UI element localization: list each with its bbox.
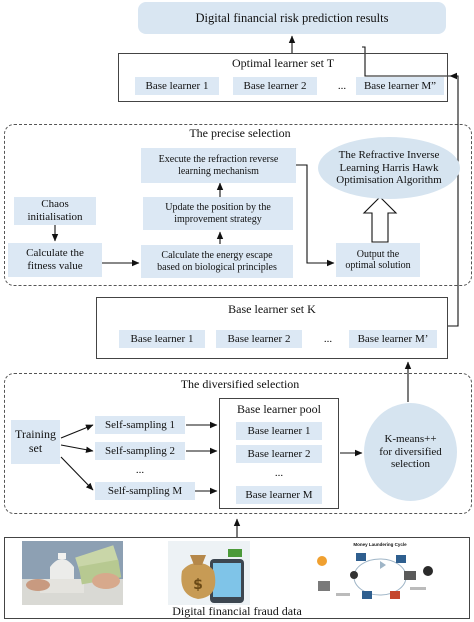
fraud-data-frame — [4, 537, 470, 619]
learner-set-k-frame — [96, 297, 448, 359]
arrow-training-to-sampling-m — [60, 456, 94, 491]
optimal-learner-set-frame — [118, 53, 448, 102]
chaos-initialisation-box: Chaos initialisation — [14, 197, 96, 225]
set-k-learner-1: Base learner 1 — [119, 330, 205, 348]
self-sampling-1-box: Self-sampling 1 — [95, 416, 185, 434]
fitness-value-box: Calculate the fitness value — [8, 243, 102, 277]
training-set-box: Training set — [11, 420, 60, 464]
money-laundering-cycle-chart: Money Laundering Cycle — [310, 541, 462, 609]
optimal-solution-box: Output the optimal solution — [336, 243, 420, 277]
pool-learner-m: Base learner M — [236, 486, 322, 504]
hollow-arrow-output-to-algorithm — [362, 196, 398, 243]
learner-pool-frame — [219, 398, 339, 509]
capitol-money-photo — [22, 541, 123, 605]
diversified-selection-title: The diversified selection — [180, 377, 300, 391]
prediction-results-box: Digital financial risk prediction result… — [138, 2, 446, 34]
optimal-learner-m: Base learner M” — [356, 77, 444, 95]
kmeans-ellipse: K-means++ for diversified selection — [364, 403, 457, 501]
arrow-refraction-to-output — [296, 164, 335, 267]
refraction-mechanism-box: Execute the refraction reverse learning … — [141, 148, 296, 183]
optimal-learner-set-title: Optimal learner set T — [231, 56, 335, 70]
arrow-training-to-sampling-1 — [60, 424, 94, 439]
pool-learner-2: Base learner 2 — [236, 445, 322, 463]
arrow-setk-to-optimal — [362, 46, 459, 327]
set-k-learner-m: Base learner M’ — [349, 330, 437, 348]
precise-selection-region — [4, 124, 472, 286]
set-k-learner-2: Base learner 2 — [216, 330, 302, 348]
self-sampling-2-box: Self-sampling 2 — [95, 442, 185, 460]
arrow-training-to-sampling-2 — [60, 444, 94, 453]
optimal-learner-1: Base learner 1 — [135, 77, 219, 95]
rilhho-algorithm-ellipse: The Refractive Inverse Learning Harris H… — [318, 137, 460, 199]
money-bag-phone-photo: $ — [168, 541, 250, 605]
cycle-chart-title: Money Laundering Cycle — [353, 542, 407, 547]
capitol-money-image — [22, 541, 123, 605]
fraud-data-caption: Digital financial fraud data — [172, 604, 302, 618]
update-position-box: Update the position by the improvement s… — [143, 197, 293, 230]
energy-escape-box: Calculate the energy escape based on bio… — [141, 245, 293, 278]
precise-selection-title: The precise selection — [189, 126, 291, 140]
optimal-learner-2: Base learner 2 — [233, 77, 317, 95]
learner-pool-title: Base learner pool — [237, 402, 321, 416]
diversified-selection-region — [4, 373, 472, 514]
self-sampling-m-box: Self-sampling M — [95, 482, 195, 500]
pool-learner-1: Base learner 1 — [236, 422, 322, 440]
self-sampling-ellipsis: ... — [135, 464, 145, 476]
cycle-chart-graphic — [317, 553, 433, 599]
svg-text:$: $ — [193, 577, 203, 593]
set-k-ellipsis: ... — [323, 333, 333, 345]
money-bag-phone-image: $ — [168, 541, 250, 605]
learner-set-k-title: Base learner set K — [228, 302, 316, 316]
pool-ellipsis: ... — [274, 467, 284, 479]
optimal-ellipsis: ... — [337, 80, 347, 92]
